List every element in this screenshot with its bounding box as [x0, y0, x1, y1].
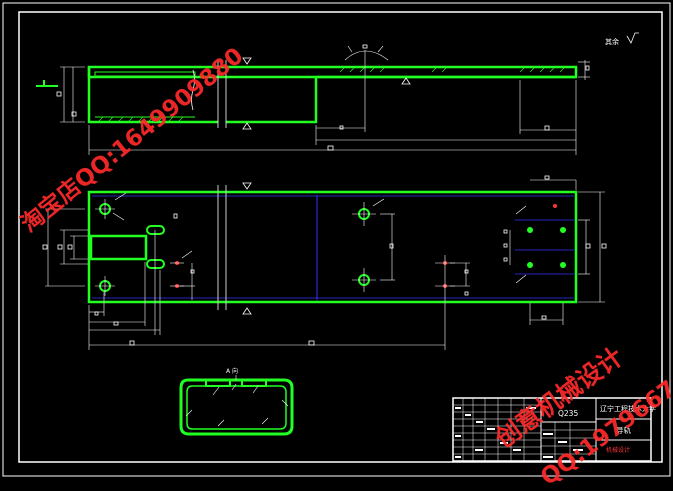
section-view-a: A 向	[179, 367, 294, 436]
school-name: 辽宁工程技术大学	[600, 404, 656, 413]
outer-frame	[2, 2, 671, 477]
part-name: 导轨	[616, 425, 631, 435]
drawing-frame	[18, 11, 663, 463]
front-view	[36, 44, 590, 155]
roughness-symbol-icon	[626, 32, 639, 44]
red-stamp-text: 机械设计	[606, 446, 630, 454]
title-block: Q235 辽宁工程技术大学 导轨 机械设计	[452, 397, 656, 462]
plan-view	[42, 175, 607, 350]
roughness-note: 其余	[605, 37, 619, 46]
material-label: Q235	[558, 409, 578, 418]
cad-drawing: A 向 其余 Q	[2, 2, 671, 477]
section-label: A 向	[226, 367, 238, 375]
